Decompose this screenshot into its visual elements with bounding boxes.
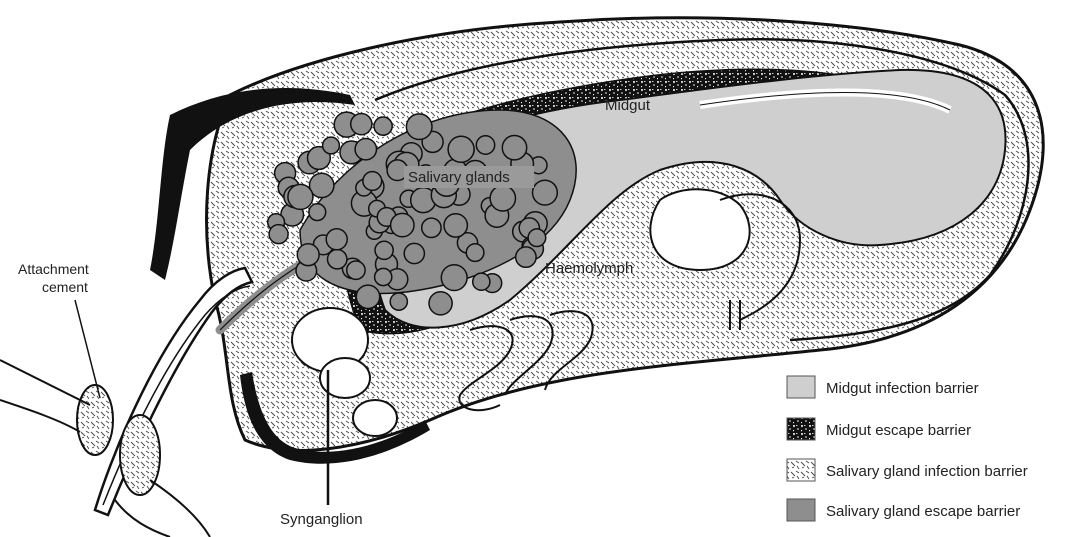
legend-label: Midgut escape barrier bbox=[826, 422, 971, 439]
salivary-acinus bbox=[406, 114, 432, 140]
salivary-acinus bbox=[516, 247, 536, 267]
legend-label: Salivary gland infection barrier bbox=[826, 463, 1028, 480]
salivary-acinus bbox=[429, 292, 452, 315]
label-synganglion: Synganglion bbox=[280, 511, 363, 528]
salivary-acinus bbox=[375, 268, 392, 285]
salivary-acinus bbox=[351, 114, 372, 135]
salivary-acinus bbox=[355, 139, 376, 160]
salivary-acinus bbox=[363, 172, 382, 191]
label-midgut: Midgut bbox=[605, 97, 651, 114]
legend-swatch-hatched bbox=[787, 459, 815, 481]
legend-item-midgut-escape: Midgut escape barrier bbox=[787, 418, 971, 440]
salivary-acinus bbox=[490, 186, 515, 211]
mouthparts bbox=[0, 268, 252, 537]
label-haemolymph: Haemolymph bbox=[545, 260, 633, 277]
attachment-cement-pointer bbox=[75, 300, 100, 398]
salivary-acinus bbox=[448, 136, 474, 162]
salivary-acinus bbox=[404, 243, 424, 263]
salivary-acinus bbox=[328, 250, 347, 269]
label-attachment-cement-line1: Attachment bbox=[18, 261, 89, 277]
salivary-acinus bbox=[374, 117, 392, 135]
salivary-acinus bbox=[375, 241, 393, 259]
salivary-acinus bbox=[466, 244, 484, 262]
legend-label: Salivary gland escape barrier bbox=[826, 503, 1020, 520]
legend-label: Midgut infection barrier bbox=[826, 380, 979, 397]
legend-swatch-speckled bbox=[787, 418, 815, 440]
salivary-acinus bbox=[347, 261, 365, 279]
salivary-acinus bbox=[326, 229, 347, 250]
salivary-acinus bbox=[502, 136, 526, 160]
salivary-acinus bbox=[422, 218, 441, 237]
salivary-acinus bbox=[390, 293, 407, 310]
salivary-acinus bbox=[288, 184, 313, 209]
salivary-acinus bbox=[528, 229, 546, 247]
salivary-acinus bbox=[391, 213, 414, 236]
salivary-acinus bbox=[476, 136, 494, 154]
legend-item-midgut-infection: Midgut infection barrier bbox=[787, 376, 979, 398]
legend-item-gland-infection: Salivary gland infection barrier bbox=[787, 459, 1028, 481]
attachment-cement-left bbox=[77, 385, 113, 455]
salivary-acinus bbox=[473, 273, 490, 290]
salivary-acinus bbox=[356, 285, 379, 308]
salivary-acinus bbox=[269, 225, 288, 244]
legend-swatch-light-grey bbox=[787, 376, 815, 398]
salivary-acinus bbox=[533, 180, 558, 205]
salivary-acinus bbox=[444, 214, 467, 237]
salivary-acinus bbox=[323, 137, 340, 154]
label-salivary-glands: Salivary glands bbox=[408, 169, 510, 186]
legend-item-gland-escape: Salivary gland escape barrier bbox=[787, 499, 1020, 521]
salivary-acinus bbox=[441, 265, 467, 291]
label-attachment-cement-line2: cement bbox=[42, 279, 88, 295]
legend: Midgut infection barrier Midgut escape b… bbox=[787, 376, 1028, 521]
legend-swatch-dark-grey bbox=[787, 499, 815, 521]
salivary-acinus bbox=[297, 244, 319, 266]
salivary-acinus bbox=[309, 204, 326, 221]
